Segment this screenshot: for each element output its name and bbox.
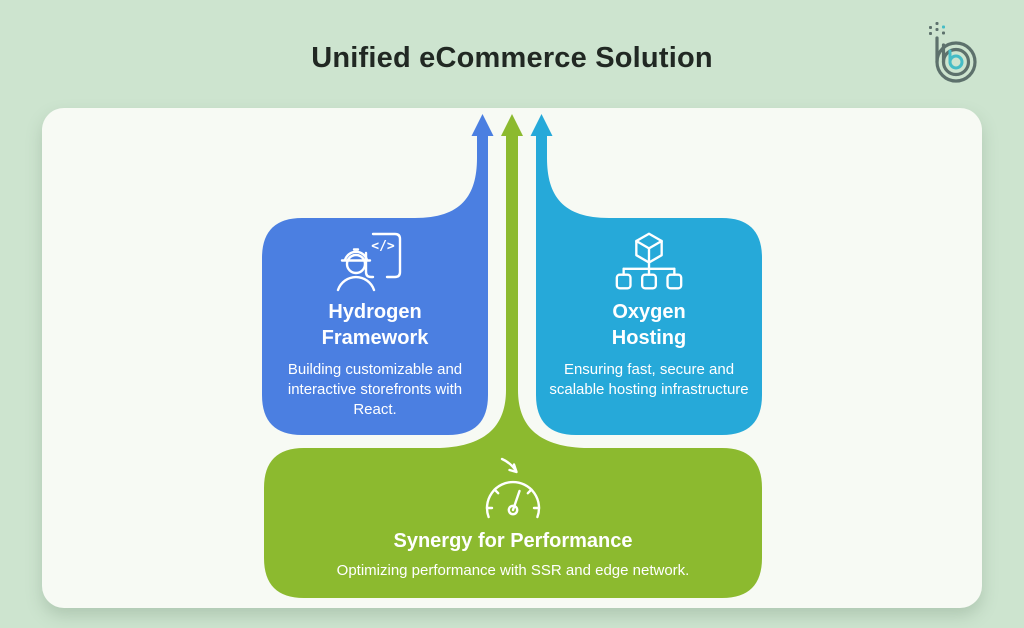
oxygen-node: Oxygen Hosting Ensuring fast, secure and… bbox=[536, 218, 762, 435]
oxygen-title: Oxygen Hosting bbox=[611, 301, 687, 349]
engineer-code-icon: </> bbox=[336, 232, 402, 292]
diagram-card: </> Hydrogen Framework Building customiz… bbox=[42, 108, 982, 608]
hydrogen-description: Building customizable and interactive st… bbox=[287, 361, 463, 419]
oxygen-description: Ensuring fast, secure and scalable hosti… bbox=[549, 361, 749, 399]
speedometer-icon bbox=[485, 457, 541, 519]
page-title: Unified eCommerce Solution bbox=[311, 42, 713, 74]
synergy-title: Synergy for Performance bbox=[393, 530, 633, 552]
hydrogen-node: </> Hydrogen Framework Building customiz… bbox=[262, 218, 488, 435]
synergy-node: Synergy for Performance Optimizing perfo… bbox=[264, 448, 762, 598]
synergy-description: Optimizing performance with SSR and edge… bbox=[336, 562, 690, 579]
hydrogen-title: Hydrogen Framework bbox=[321, 301, 429, 349]
cube-network-icon bbox=[615, 232, 683, 290]
hydrogen-flow-shape bbox=[262, 114, 494, 435]
code-glyph: </> bbox=[371, 239, 395, 254]
brand-logo-icon bbox=[929, 22, 977, 83]
synergy-flow-shape bbox=[264, 114, 762, 598]
